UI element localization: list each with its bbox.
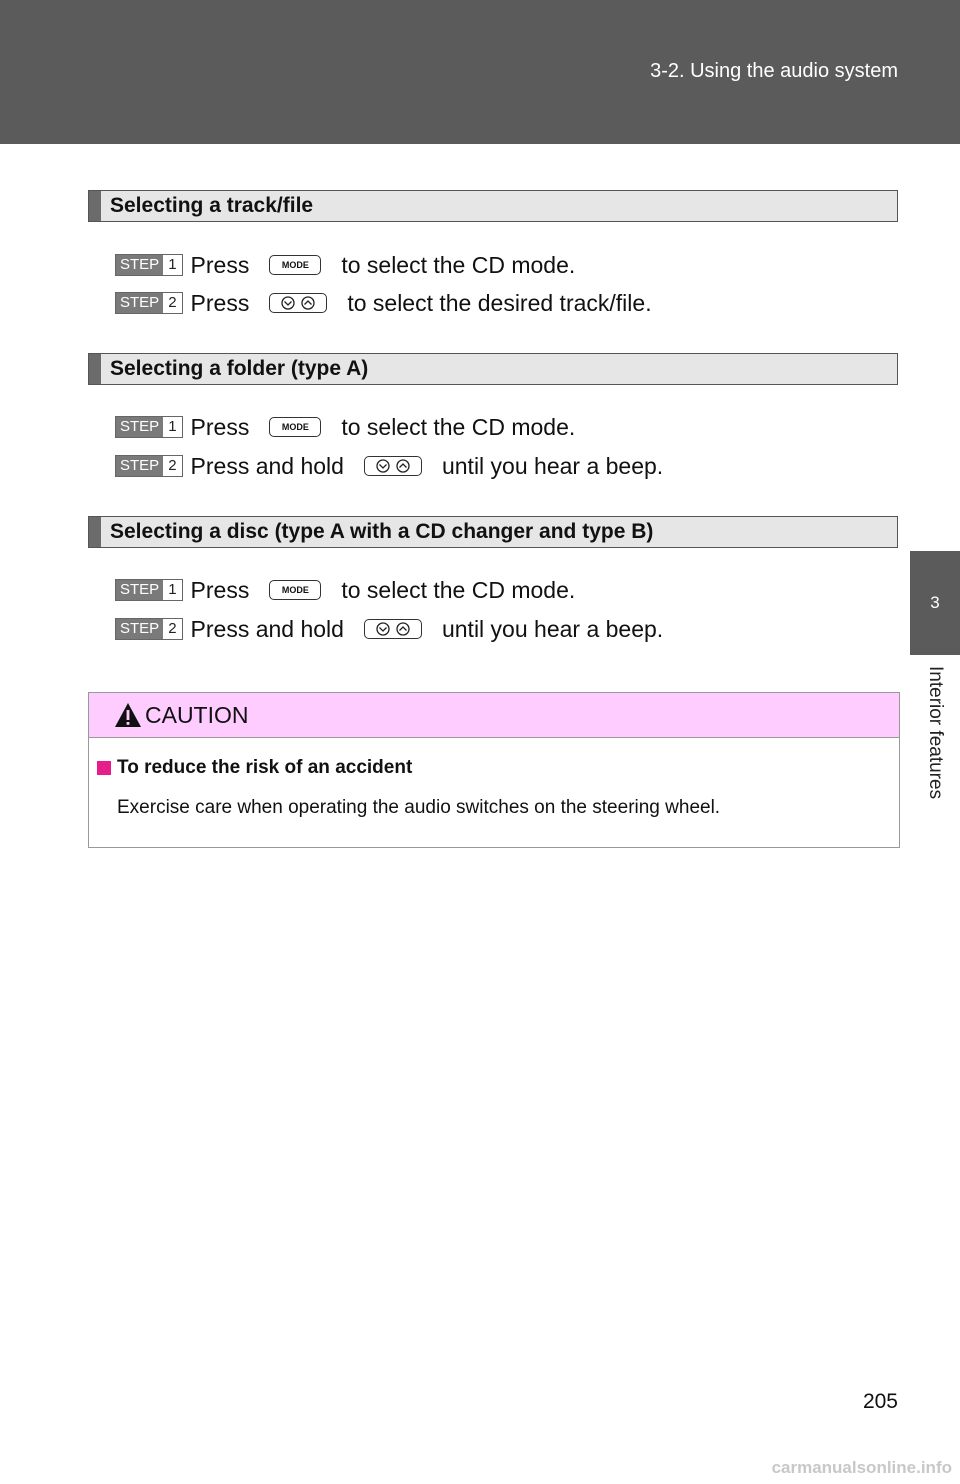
caution-item-title: To reduce the risk of an accident — [117, 757, 413, 778]
caution-box: CAUTION To reduce the risk of an acciden… — [88, 692, 900, 848]
heading-bar — [89, 354, 101, 384]
step-suffix: until you hear a beep. — [441, 452, 664, 479]
step-prefix: Press — [190, 413, 250, 440]
seek-down-up-buttons-icon — [269, 293, 328, 313]
watermark: carmanualsonline.info — [771, 1458, 952, 1477]
caution-title: CAUTION — [145, 701, 249, 728]
step-label: STEP — [116, 293, 164, 313]
step-label: STEP — [116, 580, 164, 600]
chapter-tab: 3 — [910, 551, 960, 655]
step-suffix: to select the CD mode. — [341, 413, 576, 440]
page-number: 205 — [862, 1390, 898, 1413]
chapter-label: Interior features — [925, 666, 946, 800]
bullet-square-icon — [97, 761, 111, 775]
mode-button-icon: MODE — [269, 255, 322, 275]
warning-triangle-icon — [115, 703, 141, 727]
step-label: STEP — [116, 255, 164, 275]
caution-item-heading: To reduce the risk of an accident — [97, 757, 412, 779]
mode-button-icon: MODE — [269, 580, 322, 600]
step-number: 1 — [163, 417, 182, 437]
step-prefix: Press and hold — [190, 452, 344, 479]
caution-header: CAUTION — [89, 693, 899, 738]
page-header: 3-2. Using the audio system — [0, 0, 960, 144]
step-label: STEP — [116, 619, 164, 639]
section-heading: Selecting a folder (type A) — [88, 353, 898, 385]
step-prefix: Press — [190, 289, 250, 316]
step-suffix: to select the CD mode. — [341, 251, 576, 278]
seek-down-up-buttons-icon — [363, 456, 422, 476]
step-number: 1 — [163, 580, 182, 600]
step-prefix: Press — [190, 576, 250, 603]
caution-item-text: Exercise care when operating the audio s… — [117, 797, 721, 818]
section-heading: Selecting a disc (type A with a CD chang… — [88, 516, 898, 548]
step-prefix: Press — [190, 251, 250, 278]
step-number: 2 — [163, 293, 182, 313]
step-number: 2 — [163, 619, 182, 639]
heading-bar — [89, 191, 101, 221]
breadcrumb: 3-2. Using the audio system — [650, 60, 898, 82]
step-label: STEP — [116, 456, 164, 476]
section-title: Selecting a folder (type A) — [110, 357, 369, 380]
chapter-number: 3 — [930, 593, 940, 612]
section-heading: Selecting a track/file — [88, 190, 898, 222]
mode-button-icon: MODE — [269, 417, 322, 437]
step-suffix: until you hear a beep. — [441, 615, 664, 642]
step-prefix: Press and hold — [190, 615, 344, 642]
step-suffix: to select the desired track/file. — [347, 289, 652, 316]
step-number: 1 — [163, 255, 182, 275]
seek-down-up-buttons-icon — [363, 619, 422, 639]
section-title: Selecting a track/file — [110, 194, 314, 217]
step-suffix: to select the CD mode. — [341, 576, 576, 603]
section-title: Selecting a disc (type A with a CD chang… — [110, 520, 654, 543]
step-number: 2 — [163, 456, 182, 476]
step-label: STEP — [116, 417, 164, 437]
heading-bar — [89, 517, 101, 547]
